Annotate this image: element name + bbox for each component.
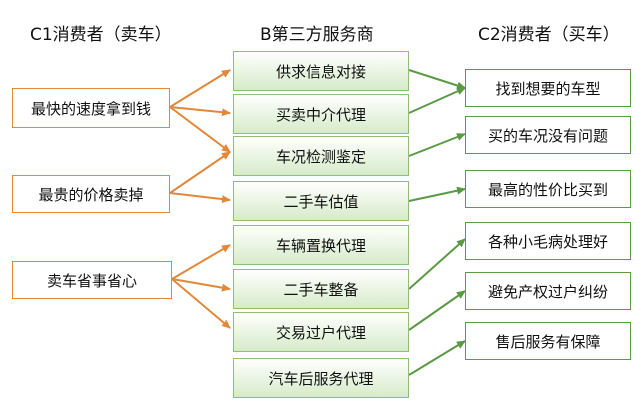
buyer-goal-after-sales-guarantee: 售后服务有保障 [465, 322, 631, 360]
service-supply-demand-matching: 供求信息对接 [233, 51, 409, 91]
service-brokerage-agency: 买卖中介代理 [233, 94, 409, 134]
service-vehicle-replacement-agency: 车辆置换代理 [233, 225, 409, 265]
arrow-hassle-free-to-replacement [171, 244, 231, 280]
arrow-agency-to-find-car [408, 87, 466, 114]
arrow-reconditioning-to-repairs [408, 238, 466, 290]
arrow-best-price-to-valuation [169, 192, 231, 204]
arrow-best-price-to-inspection [169, 151, 231, 194]
seller-goal-best-price: 最贵的价格卖掉 [12, 175, 170, 213]
seller-goal-hassle-free: 卖车省事省心 [12, 261, 172, 299]
service-title-transfer-agency: 交易过户代理 [233, 312, 409, 352]
arrow-hassle-free-to-transfer [171, 278, 231, 329]
arrow-fastest-to-inspection [169, 106, 231, 153]
header-c1-seller: C1消费者（卖车） [30, 25, 172, 45]
arrow-listing-to-find-car [408, 69, 466, 90]
service-condition-inspection: 车况检测鉴定 [233, 136, 409, 176]
buyer-goal-find-model: 找到想要的车型 [465, 69, 631, 107]
arrow-inspection-to-condition [408, 133, 466, 157]
buyer-goal-best-value: 最高的性价比买到 [465, 170, 631, 208]
arrow-fastest-to-listing [169, 69, 231, 108]
service-used-car-valuation: 二手车估值 [233, 181, 409, 221]
header-c2-buyer: C2消费者（买车） [478, 25, 620, 45]
service-after-sales-agency: 汽车后服务代理 [233, 358, 409, 398]
arrow-valuation-to-value [408, 186, 466, 202]
arrow-fastest-to-agency [169, 106, 231, 117]
seller-goal-fastest-payment: 最快的速度拿到钱 [12, 88, 170, 128]
arrow-after-service-to-warranty [408, 340, 466, 376]
service-used-car-reconditioning: 二手车整备 [233, 269, 409, 309]
header-b-service-provider: B第三方服务商 [260, 25, 374, 45]
arrow-transfer-to-title [408, 290, 466, 331]
buyer-goal-avoid-title-disputes: 避免产权过户纠纷 [465, 272, 631, 310]
buyer-goal-minor-issues-fixed: 各种小毛病处理好 [465, 222, 631, 260]
buyer-goal-no-condition-issues: 买的车况没有问题 [465, 116, 631, 154]
arrow-hassle-free-to-reconditioning [171, 278, 231, 292]
